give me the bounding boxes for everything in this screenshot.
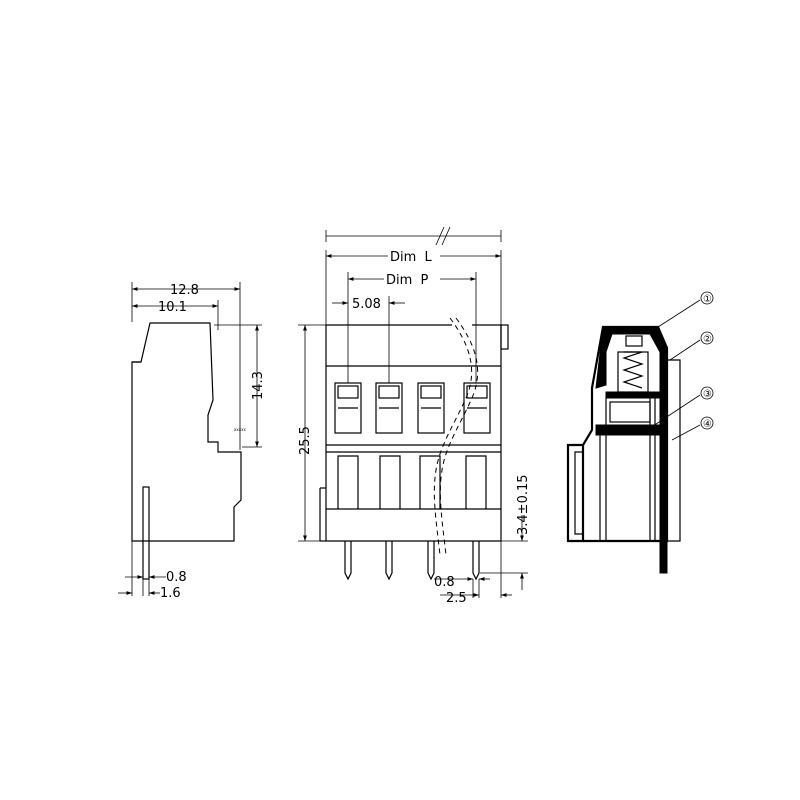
section-right-wall [659, 379, 668, 542]
section-screw-head [595, 326, 668, 389]
dim-pin-width: 0.8 [166, 570, 187, 585]
front-pin [344, 541, 352, 581]
section-wire-entry-inner [574, 451, 583, 535]
svg-text:④: ④ [703, 419, 712, 430]
section-screw-slot [625, 335, 643, 347]
break-line [439, 317, 479, 556]
dim-upper-height: 14.3 [251, 371, 266, 400]
small-mark: xxxxx [234, 427, 246, 432]
callout-2: ② [669, 331, 714, 361]
svg-text:③: ③ [703, 389, 712, 400]
section-clamp-top [605, 391, 661, 399]
callout-3: ③ [649, 386, 714, 429]
dim-pitch-label: Dim P [386, 273, 429, 288]
break-mark [435, 226, 445, 246]
section-outer-plate [667, 359, 681, 542]
dim-height: 25.5 [298, 426, 313, 455]
front-view: Dim L Dim P 5.08 25.5 3.4±0.15 0.8 2.5 [298, 226, 531, 606]
section-pin [659, 540, 668, 574]
front-pin [427, 541, 435, 581]
side-view-pin [142, 486, 150, 580]
side-view: 12.8 10.1 14.3 xxxxx 0.8 1.6 [118, 282, 266, 601]
callout-1: ① [657, 291, 714, 328]
section-screw-thread [622, 351, 644, 389]
break-mark [441, 226, 451, 246]
dim-overall-width: 12.8 [170, 283, 199, 298]
svg-text:②: ② [703, 334, 712, 345]
wire-slot [337, 455, 359, 509]
wire-slot [465, 455, 487, 509]
dim-pitch: 5.08 [352, 297, 381, 312]
front-pin [385, 541, 393, 581]
svg-text:①: ① [703, 294, 712, 305]
wire-slot [419, 455, 441, 509]
dim-pin-protrusion: 3.4±0.15 [516, 474, 531, 535]
dim-pin-end: 2.5 [446, 591, 467, 606]
side-view-outline [131, 322, 242, 542]
dim-pin-offset: 1.6 [160, 586, 181, 601]
front-view-body [325, 325, 502, 542]
front-pin [472, 541, 480, 581]
screw-opening [463, 382, 491, 434]
dim-body-width: 10.1 [158, 300, 187, 315]
callout-4: ④ [671, 416, 714, 441]
screw-opening [375, 382, 403, 434]
section-wire-entry [566, 443, 583, 543]
screw-opening [334, 382, 362, 434]
section-clamp-window [609, 401, 651, 423]
dim-front-pin-width: 0.8 [434, 575, 455, 590]
front-top-tab [500, 324, 509, 350]
wire-slot [379, 455, 401, 509]
section-view: ① ② ③ ④ [566, 291, 714, 574]
dim-length: Dim L [390, 250, 433, 265]
screw-opening [417, 382, 445, 434]
break-line [433, 317, 473, 556]
